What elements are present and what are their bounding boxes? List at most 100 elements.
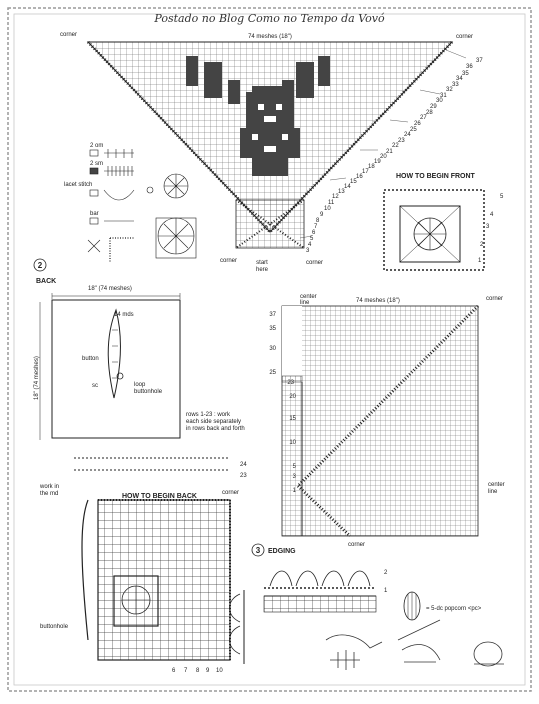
work-in-md-1: work in	[39, 484, 59, 490]
svg-text:26: 26	[414, 121, 421, 127]
front-corner-bottom-left: corner	[220, 258, 237, 264]
svg-text:3: 3	[306, 248, 310, 254]
sc-label: sc	[92, 383, 98, 389]
svg-text:16: 16	[356, 174, 363, 180]
decorative-border	[7, 7, 532, 692]
svg-text:14: 14	[344, 184, 351, 190]
begin-back-corner: corner	[222, 490, 239, 496]
back-chart	[281, 304, 480, 538]
svg-text:10: 10	[289, 440, 296, 446]
center-line-right-1: center	[488, 482, 505, 488]
svg-text:20: 20	[380, 154, 387, 160]
stitch-legend	[87, 149, 135, 262]
front-corner-bottom-right: corner	[306, 260, 323, 266]
svg-text:13: 13	[338, 189, 345, 195]
begin-front-numbers: 5 4 3 2 1	[478, 194, 504, 264]
svg-text:4: 4	[490, 212, 494, 218]
svg-text:8: 8	[196, 668, 200, 674]
svg-text:11: 11	[328, 200, 335, 206]
edging-row-1: 1	[384, 588, 388, 594]
begin-back-diagram	[74, 457, 231, 661]
svg-text:6: 6	[312, 230, 316, 236]
center-line-right-2: line	[488, 489, 498, 495]
svg-text:24: 24	[404, 132, 411, 138]
svg-text:15: 15	[289, 416, 296, 422]
section-2-marker: 2	[38, 261, 43, 270]
svg-text:5: 5	[500, 194, 504, 200]
svg-text:3: 3	[486, 224, 490, 230]
start-here-line1: start	[256, 260, 268, 266]
small-motif-diagrams	[146, 173, 197, 259]
legend-2-om: 2 om	[90, 143, 103, 149]
back-title: BACK	[36, 278, 56, 285]
svg-text:15: 15	[350, 179, 357, 185]
svg-text:6: 6	[172, 668, 176, 674]
svg-text:21: 21	[386, 149, 393, 155]
front-chart	[86, 40, 467, 249]
begin-back-title: HOW TO BEGIN BACK	[122, 493, 197, 500]
svg-text:28: 28	[426, 110, 433, 116]
back-chart-corner-bottom: corner	[348, 542, 365, 548]
back-height-label: 18" (74 meshes)	[34, 356, 40, 400]
svg-text:9: 9	[320, 212, 324, 218]
svg-text:23: 23	[287, 380, 294, 386]
back-chart-meshes: 74 meshes (18")	[356, 298, 400, 304]
svg-text:17: 17	[362, 169, 369, 175]
legend-2-sm: 2 sm	[90, 161, 103, 167]
svg-text:20: 20	[289, 394, 296, 400]
svg-text:32: 32	[446, 87, 453, 93]
center-line-top-1: center	[300, 294, 317, 300]
loop-label: loop	[134, 382, 146, 388]
work-in-md-2: the md	[40, 491, 58, 497]
popcorn-legend: = 5-dc popcorn <pc>	[426, 606, 482, 612]
svg-text:10: 10	[216, 668, 223, 674]
begin-back-row-24: 24	[240, 462, 247, 468]
svg-text:36: 36	[466, 64, 473, 70]
svg-text:2: 2	[480, 242, 484, 248]
svg-text:3: 3	[293, 474, 297, 480]
svg-text:35: 35	[462, 71, 469, 77]
edging-diagram	[229, 570, 504, 670]
back-note-line3: in rows back and forth	[186, 426, 245, 432]
svg-text:7: 7	[184, 668, 188, 674]
back-mds-label: 14 mds	[114, 312, 134, 318]
svg-text:29: 29	[430, 104, 437, 110]
svg-text:9: 9	[206, 668, 210, 674]
begin-back-buttonhole: buttonhole	[40, 624, 69, 630]
svg-text:5: 5	[310, 236, 314, 242]
back-chart-corner-top: corner	[486, 296, 503, 302]
svg-text:4: 4	[308, 242, 312, 248]
svg-text:25: 25	[410, 127, 417, 133]
legend-bar: bar	[90, 211, 99, 217]
front-meshes-label: 74 meshes (18")	[248, 34, 292, 40]
back-width-label: 18" (74 meshes)	[88, 286, 132, 292]
back-chart-row-numbers: 37 35 30 25 23 20 15 10 5 3 1	[269, 312, 296, 494]
buttonhole-label: buttonhole	[134, 389, 163, 395]
center-line-top-2: line	[300, 300, 310, 306]
svg-text:7: 7	[314, 224, 318, 230]
begin-front-diagram	[383, 189, 485, 271]
button-label: button	[82, 356, 99, 362]
blog-caption: Postado no Blog Como no Tempo da Vovó	[154, 12, 385, 25]
svg-text:1: 1	[293, 488, 297, 494]
svg-text:5: 5	[293, 464, 297, 470]
svg-text:33: 33	[452, 82, 459, 88]
edging-row-2: 2	[384, 570, 388, 576]
start-here-line2: here	[256, 267, 269, 273]
front-corner-left-label: corner	[60, 32, 77, 38]
legend-lacet-stitch: lacet stitch	[64, 182, 92, 188]
svg-text:1: 1	[478, 258, 482, 264]
begin-back-bottom-numbers: 6 7 8 9 10	[172, 668, 223, 674]
svg-text:34: 34	[456, 76, 463, 82]
svg-text:37: 37	[269, 312, 276, 318]
back-layout	[39, 293, 181, 440]
svg-text:25: 25	[269, 370, 276, 376]
svg-text:37: 37	[476, 58, 483, 64]
svg-text:18: 18	[368, 164, 375, 170]
svg-text:35: 35	[269, 326, 276, 332]
svg-text:23: 23	[398, 138, 405, 144]
front-row-numbers: 37 36 35 34 33 32 31 30 29 28 27 26 25 2…	[306, 58, 483, 254]
edging-title: EDGING	[268, 548, 296, 555]
svg-text:8: 8	[316, 218, 320, 224]
svg-text:27: 27	[420, 115, 427, 121]
